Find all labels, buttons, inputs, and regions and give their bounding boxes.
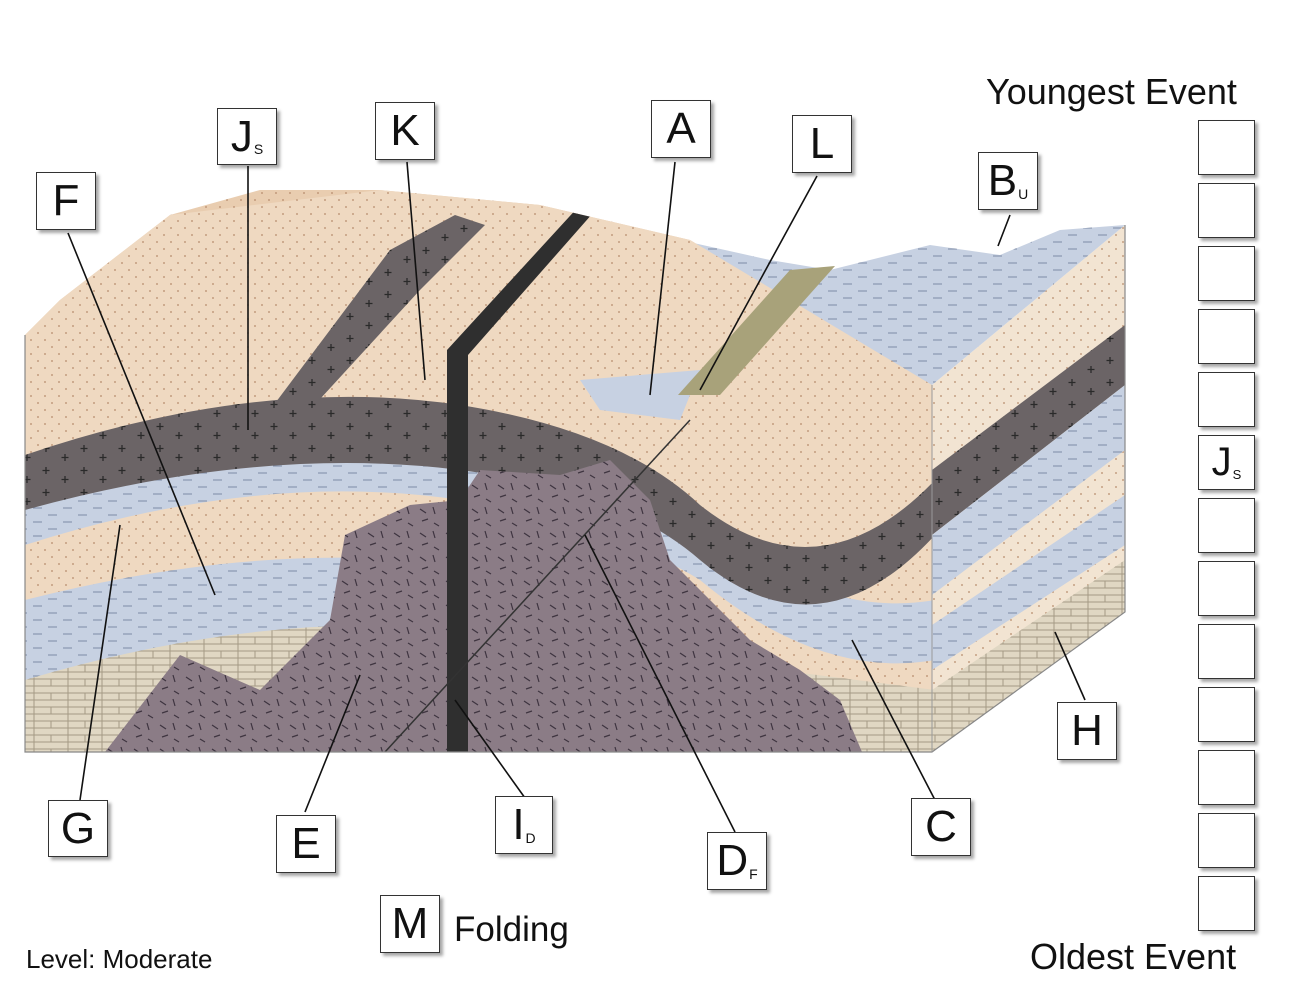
label-k: K: [375, 102, 435, 160]
label-a-main: A: [666, 104, 696, 153]
sequence-slot-4[interactable]: [1198, 309, 1255, 364]
label-h: H: [1057, 702, 1117, 760]
label-i-sub: D: [525, 830, 536, 846]
slot-main: J: [1211, 440, 1232, 484]
label-j-sub: S: [253, 141, 264, 157]
sequence-slot-10[interactable]: [1198, 687, 1255, 742]
leader-lines: [67, 161, 1086, 833]
label-a: A: [651, 100, 711, 158]
label-e-main: E: [291, 819, 321, 868]
label-h-main: H: [1071, 706, 1103, 755]
sequence-slot-2[interactable]: [1198, 183, 1255, 238]
label-c-main: C: [925, 802, 957, 851]
tan-sill-l: [678, 266, 835, 395]
sequence-slot-11[interactable]: [1198, 750, 1255, 805]
sequence-slot-12[interactable]: [1198, 813, 1255, 868]
sequence-slot-5[interactable]: [1198, 372, 1255, 427]
sequence-slot-13[interactable]: [1198, 876, 1255, 931]
label-b-main: B: [987, 156, 1018, 205]
label-d-main: D: [716, 836, 749, 885]
level-text: Level: Moderate: [26, 944, 213, 974]
label-l-main: L: [809, 119, 835, 168]
label-e: E: [276, 815, 336, 873]
youngest-event-heading: Youngest Event: [986, 71, 1237, 112]
label-g: G: [48, 800, 108, 857]
label-m-caption: Folding: [454, 910, 569, 949]
label-k-main: K: [390, 106, 420, 155]
label-m-main: M: [391, 899, 429, 948]
sequence-slot-1[interactable]: [1198, 120, 1255, 175]
label-j-main: J: [230, 111, 253, 161]
label-b-sub: U: [1018, 186, 1029, 202]
slot-sub: S: [1232, 467, 1242, 482]
sequence-slot-9[interactable]: [1198, 624, 1255, 679]
sequence-slot-7[interactable]: [1198, 498, 1255, 553]
sequence-slot-8[interactable]: [1198, 561, 1255, 616]
label-i-main: I: [512, 800, 525, 849]
label-l: L: [792, 115, 852, 173]
label-d-sub: F: [749, 866, 758, 882]
sequence-slot-3[interactable]: [1198, 246, 1255, 301]
label-m: M: [380, 895, 440, 953]
block-side-face: [932, 225, 1125, 752]
label-f-main: F: [52, 176, 80, 225]
oldest-event-heading: Oldest Event: [1030, 936, 1237, 977]
label-c: C: [911, 798, 971, 856]
label-g-main: G: [60, 803, 96, 853]
label-f: F: [36, 172, 96, 230]
